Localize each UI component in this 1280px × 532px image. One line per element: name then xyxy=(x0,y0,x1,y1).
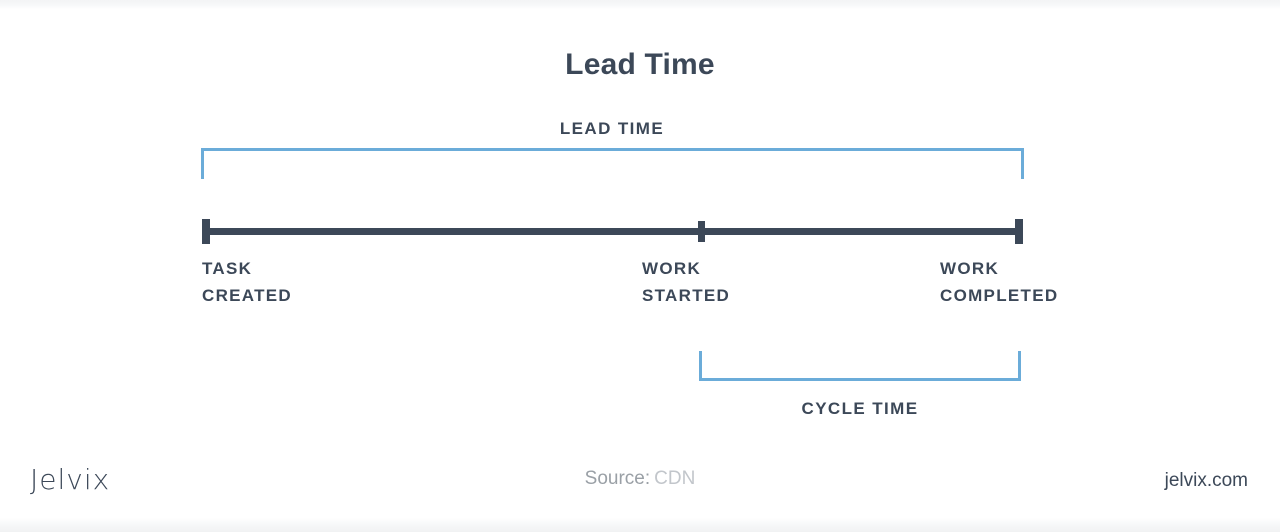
milestone-work-started-line1: WORK xyxy=(642,259,702,278)
jelvix-logo: Jelvix xyxy=(30,463,111,496)
milestone-work-completed-line2: COMPLETED xyxy=(940,286,1059,305)
timeline-tick-work-completed xyxy=(1015,219,1023,244)
timeline-tick-work-started xyxy=(698,221,705,242)
milestone-work-started-line2: STARTED xyxy=(642,286,731,305)
milestone-task-created: TASK CREATED xyxy=(202,255,292,309)
lead-time-label: LEAD TIME xyxy=(0,119,1280,139)
top-edge-band xyxy=(0,0,1280,9)
source-caption: Source:CDN xyxy=(0,468,1280,490)
milestone-task-created-line2: CREATED xyxy=(202,286,293,305)
timeline-tick-task-created xyxy=(202,219,210,244)
source-value: CDN xyxy=(654,468,696,489)
page-title: Lead Time xyxy=(565,48,715,81)
cycle-time-bracket xyxy=(699,351,1021,381)
lead-time-bracket xyxy=(201,148,1024,179)
source-label: Source: xyxy=(584,468,651,489)
milestone-work-completed-line1: WORK xyxy=(940,259,1000,278)
cycle-time-label: CYCLE TIME xyxy=(801,399,919,418)
timeline-axis xyxy=(203,228,1021,235)
milestone-work-completed: WORK COMPLETED xyxy=(940,255,1058,309)
milestone-task-created-line1: TASK xyxy=(202,259,253,278)
bottom-edge-band xyxy=(0,518,1280,532)
lead-time-label-text: LEAD TIME xyxy=(559,119,665,138)
milestone-work-started: WORK STARTED xyxy=(642,255,730,309)
website-url: jelvix.com xyxy=(1164,470,1248,491)
